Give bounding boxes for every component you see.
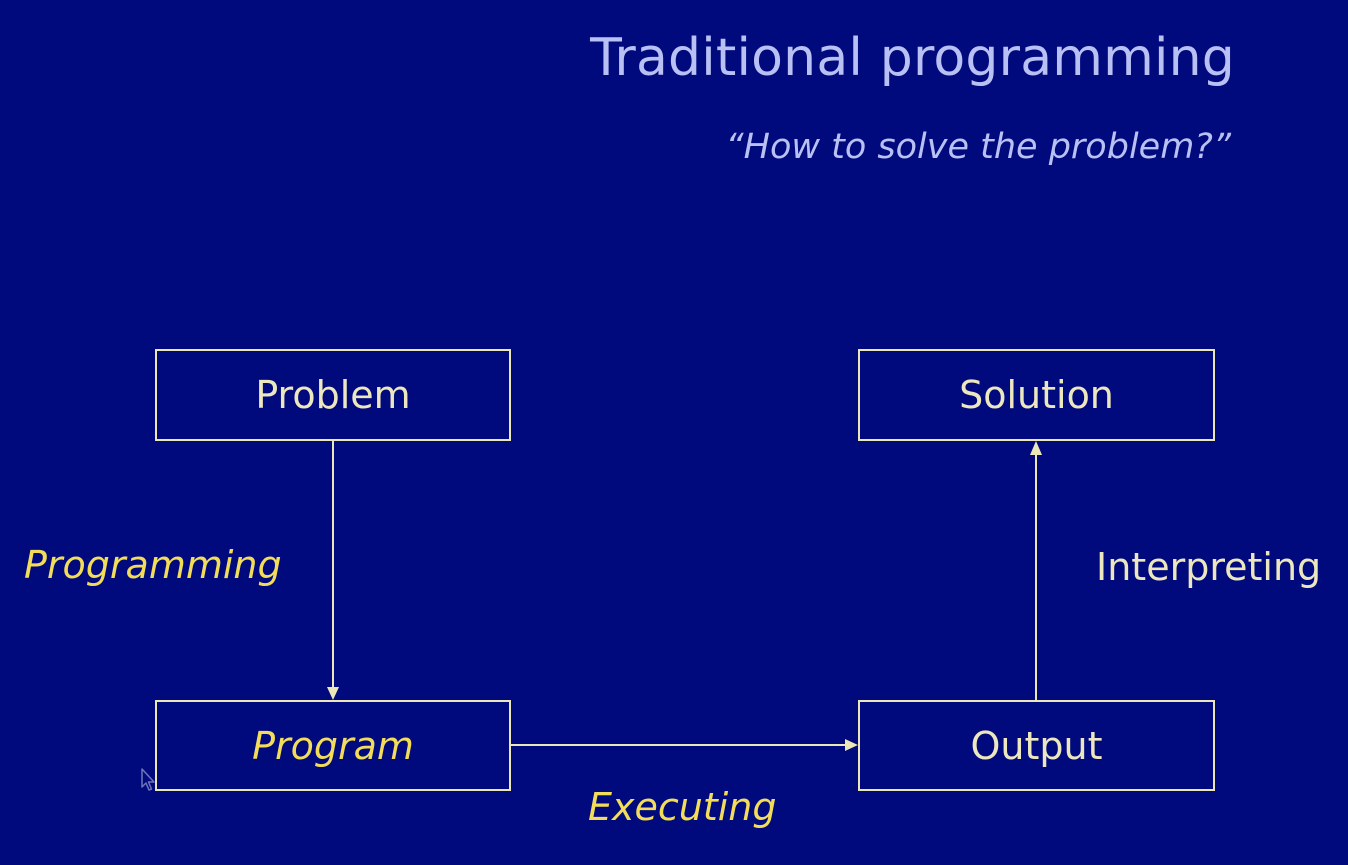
node-program-label: Program (252, 723, 414, 768)
node-problem-label: Problem (255, 373, 411, 417)
node-output-label: Output (970, 723, 1103, 768)
node-solution: Solution (858, 349, 1215, 441)
node-output: Output (858, 700, 1215, 791)
node-solution-label: Solution (959, 373, 1114, 417)
edge-label-interpreting: Interpreting (1096, 545, 1322, 589)
node-program: Program (155, 700, 511, 791)
slide-title: Traditional programming (590, 28, 1235, 88)
arrowhead-interpreting (1030, 441, 1042, 455)
mouse-pointer-icon (141, 768, 155, 791)
node-problem: Problem (155, 349, 511, 441)
edge-label-executing: Executing (588, 785, 777, 829)
arrowhead-executing (845, 739, 858, 751)
edge-label-programming: Programming (24, 543, 282, 587)
arrowhead-programming (327, 687, 339, 700)
slide-subtitle: “How to solve the problem?” (725, 127, 1231, 167)
